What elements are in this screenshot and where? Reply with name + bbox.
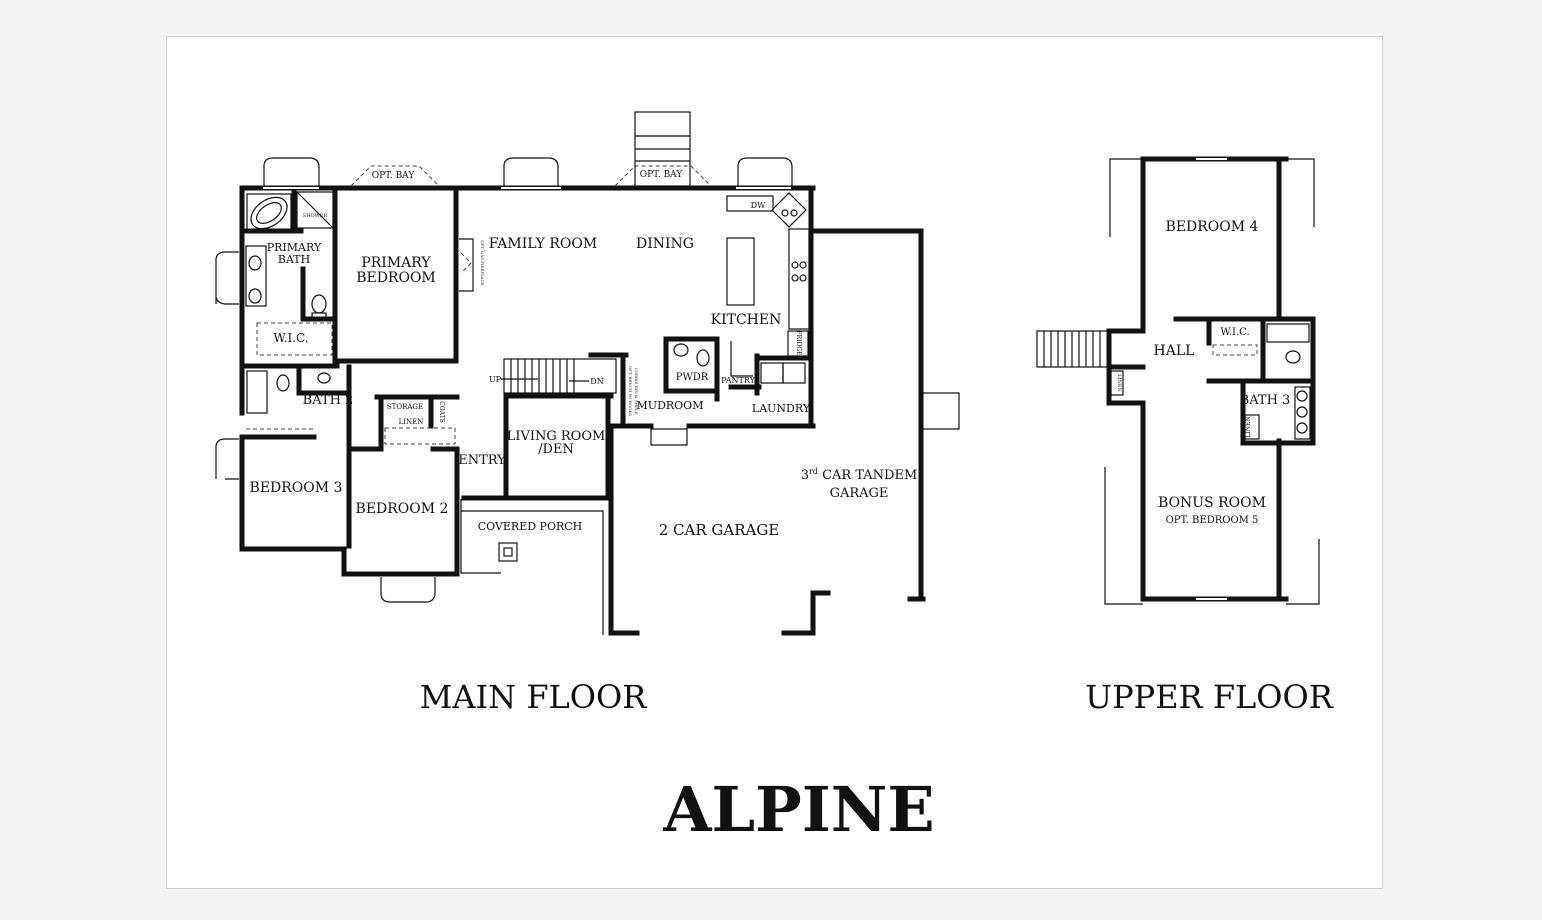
entry-label: ENTRY (458, 453, 506, 468)
linen-label: LINEN (399, 418, 424, 426)
upper-floor-walls (1106, 156, 1316, 602)
fridge-label: FRIDGE (795, 330, 802, 355)
primary-bath-label: PRIMARY (267, 241, 322, 254)
primary-bedroom-label: BEDROOM (356, 270, 436, 286)
main-floor-walls (239, 185, 926, 636)
laundry-label: LAUNDRY (752, 402, 811, 415)
two-car-garage-label: 2 CAR GARAGE (659, 521, 780, 539)
primary-bath-label: BATH (278, 253, 310, 266)
optional-bedroom-5-label: OPT. BEDROOM 5 (1166, 515, 1259, 526)
opt-bay-label: OPT. BAY (372, 171, 416, 181)
cubbie-label: CUBBIE BIN & SHELF (634, 368, 639, 415)
main-floor-details (215, 111, 960, 635)
wic-label: W.I.C. (273, 331, 308, 345)
floor-plan-sheet: OPT. BAY OPT. BAY SHOWER PRIMARY BATH PR… (166, 36, 1383, 889)
bench-label: OPT. BENCH W/ HOOKS (628, 366, 633, 417)
pantry-label: PANTRY (721, 376, 756, 385)
family-room-label: FAMILY ROOM (489, 236, 597, 252)
storage-label: STORAGE (387, 403, 423, 411)
living-room-label: /DEN (538, 442, 574, 457)
linen-label: LINEN (1245, 416, 1252, 437)
kitchen-label: KITCHEN (711, 312, 782, 328)
primary-bedroom-label: PRIMARY (361, 255, 431, 271)
main-floor-title: MAIN FLOOR (420, 678, 648, 716)
upper-floor-labels: BEDROOM 4 HALL W.I.C. BATH 3 LINEN LINEN… (1116, 219, 1290, 526)
bath-2-label: BATH 2 (303, 393, 354, 408)
bedroom-4-label: BEDROOM 4 (1166, 219, 1259, 235)
bonus-room-label: BONUS ROOM (1158, 495, 1266, 511)
bedroom-2-label: BEDROOM 2 (356, 501, 449, 517)
coats-label: COATS (438, 401, 445, 423)
living-room-label: LIVING ROOM (507, 429, 606, 444)
main-floor-labels: OPT. BAY OPT. BAY SHOWER PRIMARY BATH PR… (250, 170, 918, 539)
covered-porch-label: COVERED PORCH (478, 520, 583, 533)
plan-name-title: ALPINE (662, 773, 934, 846)
stairs-up-label: UP (489, 375, 502, 384)
powder-room-label: PWDR (676, 372, 709, 383)
upper-floor-title: UPPER FLOOR (1085, 678, 1334, 716)
hall-label: HALL (1154, 343, 1195, 359)
opt-bay-label: OPT. BAY (640, 170, 684, 180)
mudroom-label: MUDROOM (637, 399, 704, 412)
stairs-down-label: DN (590, 377, 603, 386)
floor-plan-drawing: OPT. BAY OPT. BAY SHOWER PRIMARY BATH PR… (215, 111, 1334, 846)
upper-wic-label: W.I.C. (1220, 327, 1249, 338)
dishwasher-label: DW (751, 201, 766, 210)
linen-label: LINEN (1116, 374, 1122, 392)
upper-floor-details (1036, 158, 1320, 605)
tandem-garage-label: 3rd CAR TANDEM (801, 467, 918, 483)
bedroom-3-label: BEDROOM 3 (250, 480, 343, 496)
shower-label: SHOWER (303, 213, 328, 219)
tandem-garage-label: GARAGE (830, 486, 889, 501)
fireplace-label: OPT. GAS FIREPLACE (480, 240, 485, 285)
bath-3-label: BATH 3 (1240, 393, 1291, 408)
dining-label: DINING (636, 236, 694, 252)
